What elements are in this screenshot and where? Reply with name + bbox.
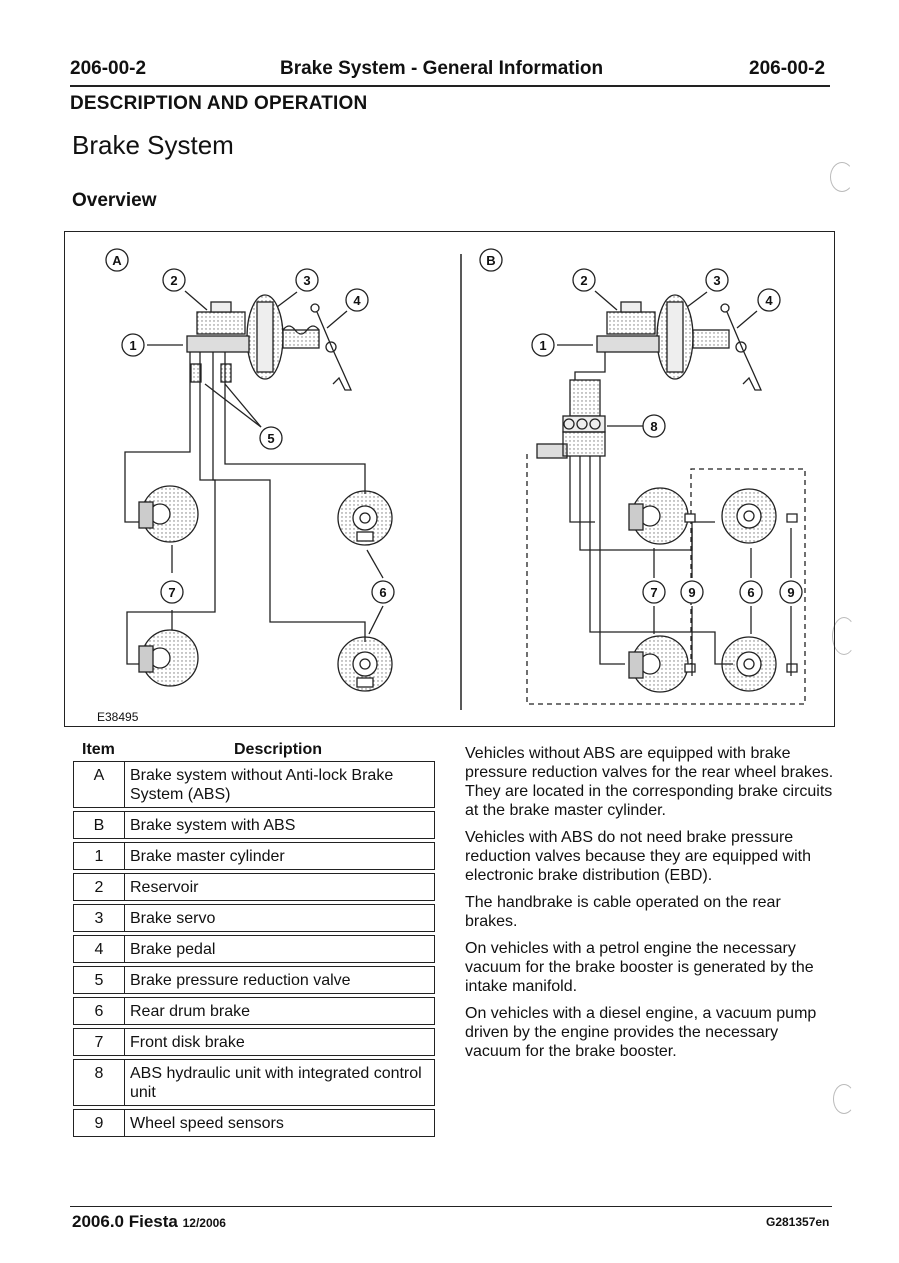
item-number: 5 (73, 966, 125, 994)
page-title: Brake System (72, 130, 234, 160)
margin-mark (833, 1084, 855, 1114)
footer-model: 2006.0 Fiesta 12/2006 (72, 1212, 226, 1232)
item-number: 2 (73, 873, 125, 901)
header-page-number-right: 206-00-2 (749, 58, 826, 79)
paragraph: On vehicles with a petrol engine the nec… (465, 940, 814, 995)
callout-4: 4 (353, 293, 361, 308)
callout-3: 3 (713, 273, 720, 288)
header-page-number-left: 206-00-2 (70, 58, 147, 79)
paragraph: On vehicles with a diesel engine, a vacu… (465, 1005, 817, 1060)
footer-rule (70, 1206, 832, 1207)
item-number: B (73, 811, 125, 839)
item-number: 1 (73, 842, 125, 870)
callout-7: 7 (650, 585, 657, 600)
header-title: Brake System - General Information (280, 58, 604, 79)
callout-2: 2 (170, 273, 177, 288)
brake-system-diagram: A 1 2 3 4 5 7 6 (105, 248, 806, 710)
margin-mark (832, 617, 856, 655)
callout-9: 9 (688, 585, 695, 600)
item-description: Reservoir (124, 873, 435, 901)
panel-b-label: B (486, 253, 495, 268)
item-number: 6 (73, 997, 125, 1025)
paragraph: Vehicles with ABS do not need brake pres… (465, 829, 811, 884)
panel-a-callouts (105, 248, 395, 635)
item-description: Brake system without Anti-lock Brake Sys… (124, 761, 435, 808)
panel-a-label: A (112, 253, 122, 268)
item-description: Rear drum brake (124, 997, 435, 1025)
paragraph: The handbrake is cable operated on the r… (465, 894, 781, 930)
footer-date: 12/2006 (182, 1216, 226, 1230)
paragraph: Vehicles without ABS are equipped with b… (465, 745, 834, 819)
figure-id: E38495 (97, 710, 139, 724)
item-number: 7 (73, 1028, 125, 1056)
section-heading: DESCRIPTION AND OPERATION (70, 93, 368, 114)
callout-2: 2 (580, 273, 587, 288)
callout-8: 8 (650, 419, 657, 434)
item-number: 8 (73, 1059, 125, 1106)
item-number: 3 (73, 904, 125, 932)
callout-9: 9 (787, 585, 794, 600)
table-header-item: Item (82, 741, 115, 758)
callout-6: 6 (379, 585, 386, 600)
item-description: Brake pressure reduction valve (124, 966, 435, 994)
callout-1: 1 (129, 338, 136, 353)
table-header-description: Description (234, 741, 323, 758)
callout-3: 3 (303, 273, 310, 288)
header-rule (70, 85, 830, 87)
callout-4: 4 (765, 293, 773, 308)
footer-model-name: 2006.0 Fiesta (72, 1212, 178, 1231)
item-number: 4 (73, 935, 125, 963)
panel-b-drawing (526, 294, 806, 705)
callout-6: 6 (747, 585, 754, 600)
callout-7: 7 (168, 585, 175, 600)
item-description: Brake system with ABS (124, 811, 435, 839)
item-description: Wheel speed sensors (124, 1109, 435, 1137)
callout-5: 5 (267, 431, 274, 446)
panel-a-drawing (124, 294, 393, 692)
item-description: Brake servo (124, 904, 435, 932)
callout-1: 1 (539, 338, 546, 353)
footer-code: G281357en (766, 1215, 830, 1229)
margin-mark (830, 162, 854, 192)
page-subtitle: Overview (72, 190, 157, 211)
panel-b-callouts (479, 248, 803, 676)
item-description: Brake pedal (124, 935, 435, 963)
item-number: 9 (73, 1109, 125, 1137)
item-description: Front disk brake (124, 1028, 435, 1056)
item-description: ABS hydraulic unit with integrated contr… (124, 1059, 435, 1106)
item-number: A (73, 761, 125, 808)
item-description: Brake master cylinder (124, 842, 435, 870)
brake-system-figure: A 1 2 3 4 5 7 6 (64, 231, 835, 727)
